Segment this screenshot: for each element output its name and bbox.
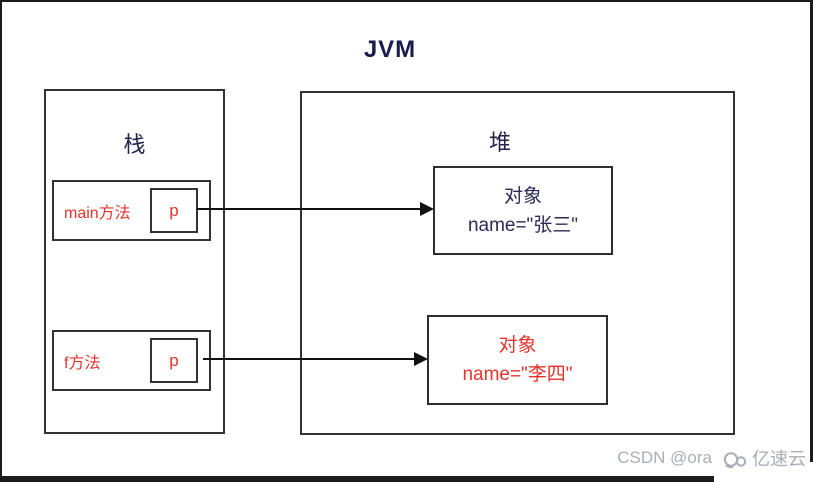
heap-object-lisi-name: name="李四"	[462, 364, 573, 385]
yisu-brand-text: 亿速云	[752, 449, 806, 469]
stack-frame-main-label: main方法	[64, 204, 131, 222]
heap-object-lisi-type: 对象	[498, 335, 537, 356]
stack-region-box	[44, 89, 225, 434]
reference-arrow-main-head	[420, 202, 434, 216]
stack-frame-main: main方法 p	[52, 180, 211, 241]
heap-object-zhangsan: 对象 name="张三"	[433, 166, 613, 255]
heap-object-lisi: 对象 name="李四"	[427, 315, 608, 405]
stack-frame-f: f方法 p	[52, 330, 211, 391]
frame-border-left	[0, 0, 2, 482]
pointer-box-f-label: p	[169, 351, 179, 370]
stack-region-label: 栈	[123, 132, 146, 157]
frame-border-top	[0, 0, 813, 2]
pointer-box-main: p	[150, 188, 198, 233]
heap-object-zhangsan-name: name="张三"	[467, 214, 579, 236]
stack-frame-f-label: f方法	[64, 354, 101, 372]
diagram-title: JVM	[363, 36, 417, 63]
reference-arrow-main-line	[197, 208, 421, 210]
yisu-watermark: 亿速云	[720, 445, 806, 471]
yisu-cloud-icon	[723, 452, 747, 469]
heap-region-label: 堆	[488, 130, 511, 155]
pointer-box-f: p	[150, 338, 198, 383]
reference-arrow-f-head	[414, 352, 428, 366]
reference-arrow-f-line	[203, 358, 415, 360]
frame-border-bottom	[0, 476, 813, 482]
heap-object-zhangsan-type: 对象	[503, 185, 542, 207]
csdn-watermark-text: CSDN @ora	[617, 448, 712, 467]
heap-region-box	[300, 91, 735, 435]
pointer-box-main-label: p	[169, 201, 179, 220]
frame-border-right	[810, 0, 813, 482]
watermark-background-patch	[714, 462, 813, 482]
